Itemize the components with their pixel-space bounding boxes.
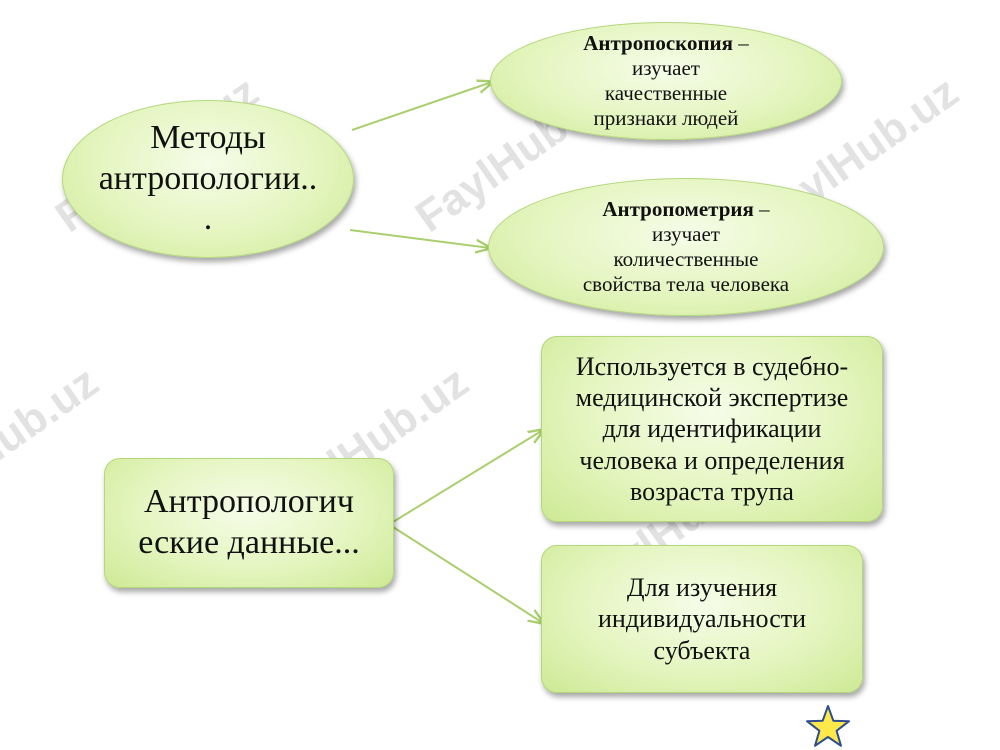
antroposkopiya-node[interactable]: Антропоскопия – изучает качественные при… — [490, 22, 842, 140]
methods-node[interactable]: Методы антропологии.. . — [62, 100, 354, 258]
anthropological-data-title: Антропологич еские данные... — [138, 483, 360, 561]
antroposkopiya-term: Антропоскопия — [583, 30, 734, 55]
forensic-use-node[interactable]: Используется в судебно- медицинской эксп… — [541, 336, 883, 522]
antropometriya-desc: – изучает количественные свойства тела ч… — [582, 196, 790, 297]
forensic-use-text: Используется в судебно- медицинской эксп… — [575, 352, 849, 506]
antroposkopiya-text: Антропоскопия – изучает качественные при… — [583, 31, 749, 132]
antroposkopiya-desc: – изучает качественные признаки людей — [593, 30, 749, 131]
connector-data-forensic — [392, 430, 543, 523]
connector-methods-antroposkopiya — [351, 82, 492, 131]
connector-methods-antropometriya — [349, 229, 490, 248]
antropometriya-term: Антропометрия — [602, 196, 754, 221]
individuality-use-text: Для изучения индивидуальности субъекта — [597, 573, 807, 665]
connector-data-individual — [392, 526, 543, 623]
individuality-use-node[interactable]: Для изучения индивидуальности субъекта — [541, 545, 863, 693]
antropometriya-node[interactable]: Антропометрия – изучает количественные с… — [488, 178, 884, 316]
anthropological-data-node[interactable]: Антропологич еские данные... — [104, 458, 394, 588]
star-icon[interactable] — [806, 705, 850, 747]
antropometriya-text: Антропометрия – изучает количественные с… — [583, 197, 789, 298]
methods-title: Методы антропологии.. . — [98, 118, 318, 238]
